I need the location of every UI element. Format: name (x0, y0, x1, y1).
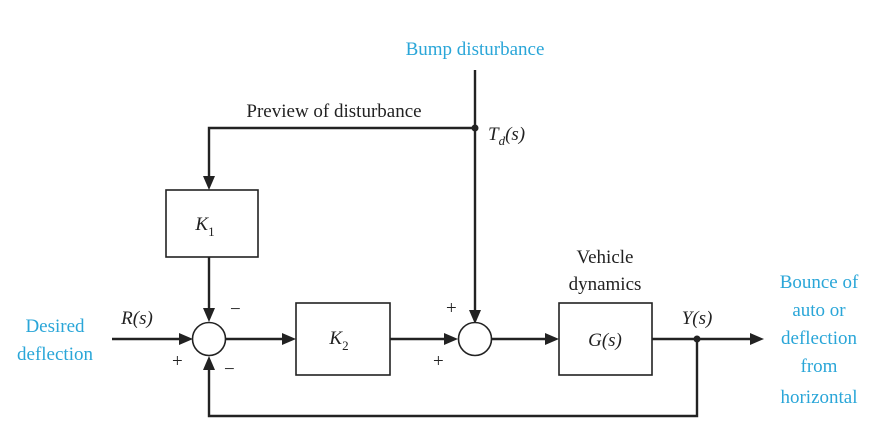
sum2-input-arrowhead (444, 333, 458, 345)
sum2-left-sign: + (433, 351, 444, 372)
disturbance-arrowhead (469, 310, 481, 324)
bump-disturbance-label: Bump disturbance (406, 39, 545, 60)
output-label-line1: Bounce of (780, 272, 859, 293)
output-label-line2: auto or (792, 300, 846, 321)
y-label: Y(s) (682, 308, 713, 329)
k1-main: K (194, 214, 209, 235)
r-label: R(s) (120, 308, 153, 329)
td-subscript: d (499, 133, 506, 148)
k2-label: K2 (328, 328, 348, 353)
r-arrowhead (179, 333, 193, 345)
sum1-bottom-sign: − (224, 359, 235, 380)
k2-subscript: 2 (342, 338, 349, 353)
td-label: Td(s) (488, 124, 525, 148)
vehicle-label-line1: Vehicle (577, 247, 634, 268)
summing-junction-2 (457, 321, 493, 357)
feedback-line (207, 339, 699, 418)
preview-label: Preview of disturbance (246, 101, 421, 122)
g-label: G(s) (588, 330, 622, 351)
td-main: T (488, 124, 500, 145)
td-argument: (s) (505, 124, 525, 145)
sum1-top-sign: − (230, 299, 241, 320)
k1-label: K1 (194, 214, 214, 239)
feedback-arrowhead (203, 356, 215, 370)
k1-subscript: 1 (208, 224, 215, 239)
k2-block (295, 302, 391, 376)
g-input-arrowhead (545, 333, 559, 345)
preview-arrowhead (203, 176, 215, 190)
k1-block (165, 189, 259, 258)
preview-line (207, 126, 475, 180)
vehicle-label-line2: dynamics (569, 274, 642, 295)
output-arrowhead (750, 333, 764, 345)
k1-arrowhead (203, 308, 215, 322)
sum2-top-sign: + (446, 298, 457, 319)
g-block (558, 302, 653, 376)
output-label-line3: deflection (781, 328, 857, 349)
output-label-line4: from (801, 356, 838, 377)
k2-main: K (328, 328, 343, 349)
td-node (471, 124, 479, 132)
sum1-left-sign: + (172, 351, 183, 372)
desired-label-line2: deflection (17, 344, 93, 365)
k2-input-arrowhead (282, 333, 296, 345)
desired-label-line1: Desired (25, 316, 85, 337)
summing-junction-1 (191, 321, 227, 357)
output-label-line5: horizontal (780, 387, 857, 408)
